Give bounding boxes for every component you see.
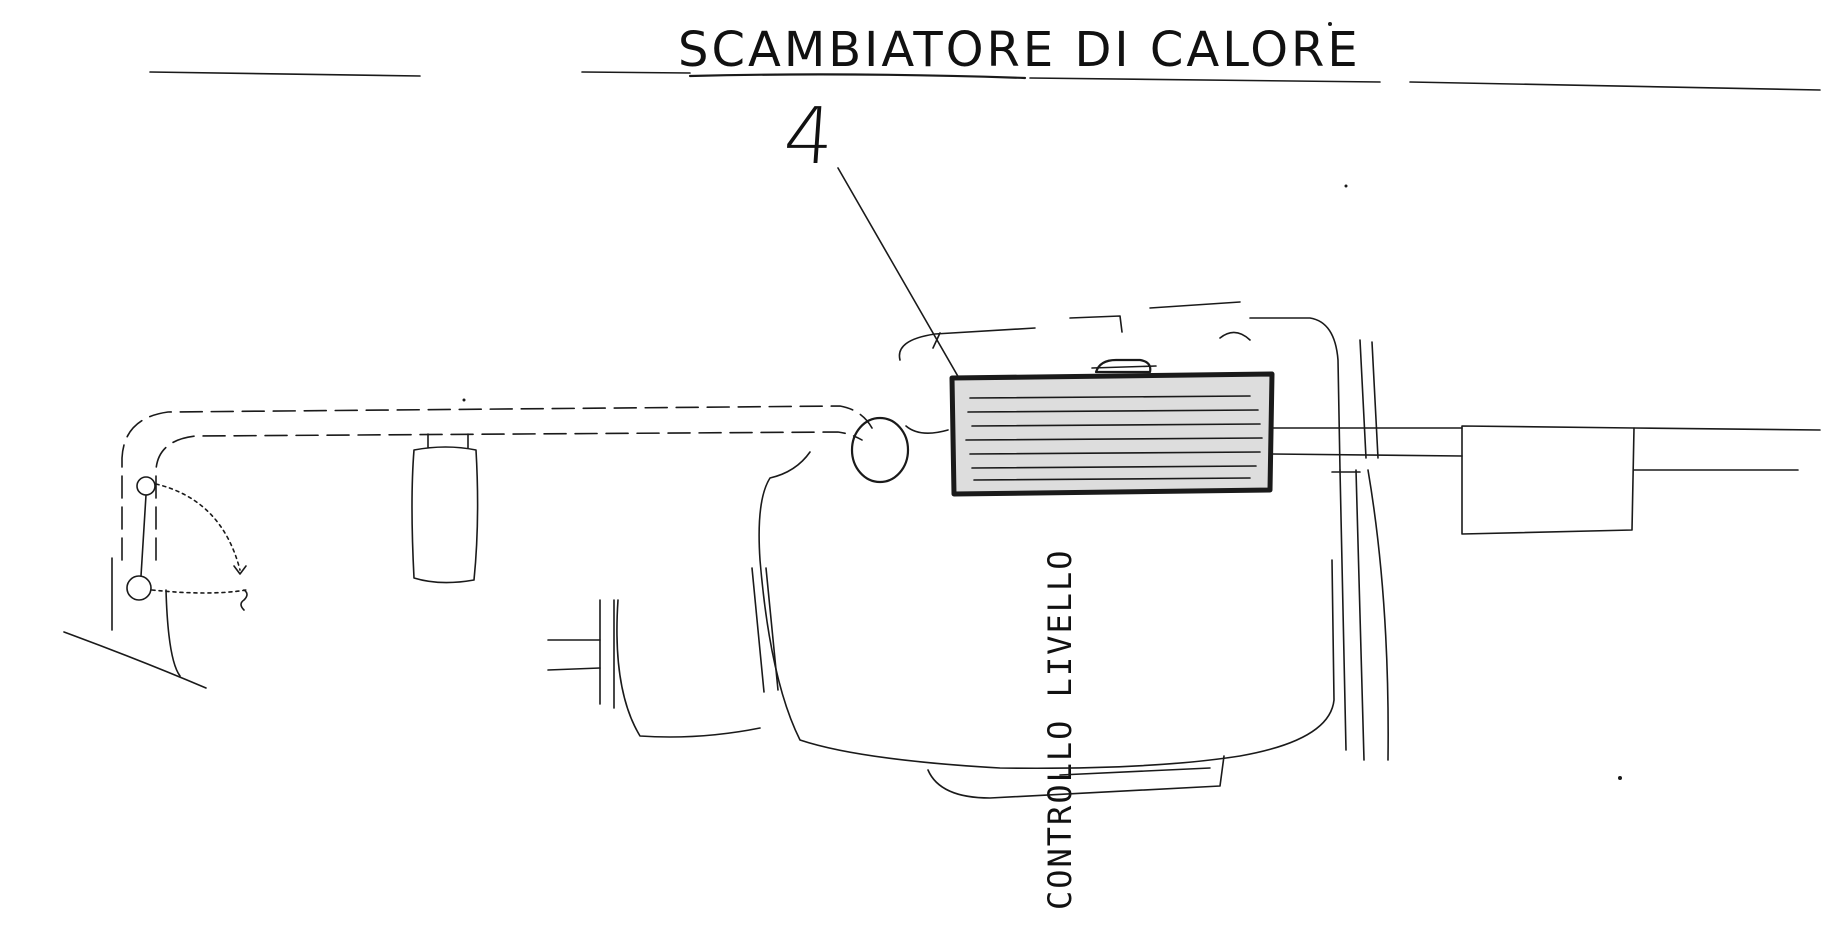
paper-specks <box>462 22 1622 780</box>
page-title: SCAMBIATORE DI CALORE <box>678 22 1361 78</box>
pipe-clamp <box>411 433 479 584</box>
title-underline <box>688 73 1027 80</box>
outlet-pipe <box>1271 425 1821 535</box>
heat-exchanger <box>949 358 1275 497</box>
horizon-lines <box>149 71 1821 91</box>
engine-block <box>547 301 1389 799</box>
valve-assembly <box>63 476 248 689</box>
pipe-coupling <box>850 416 910 484</box>
